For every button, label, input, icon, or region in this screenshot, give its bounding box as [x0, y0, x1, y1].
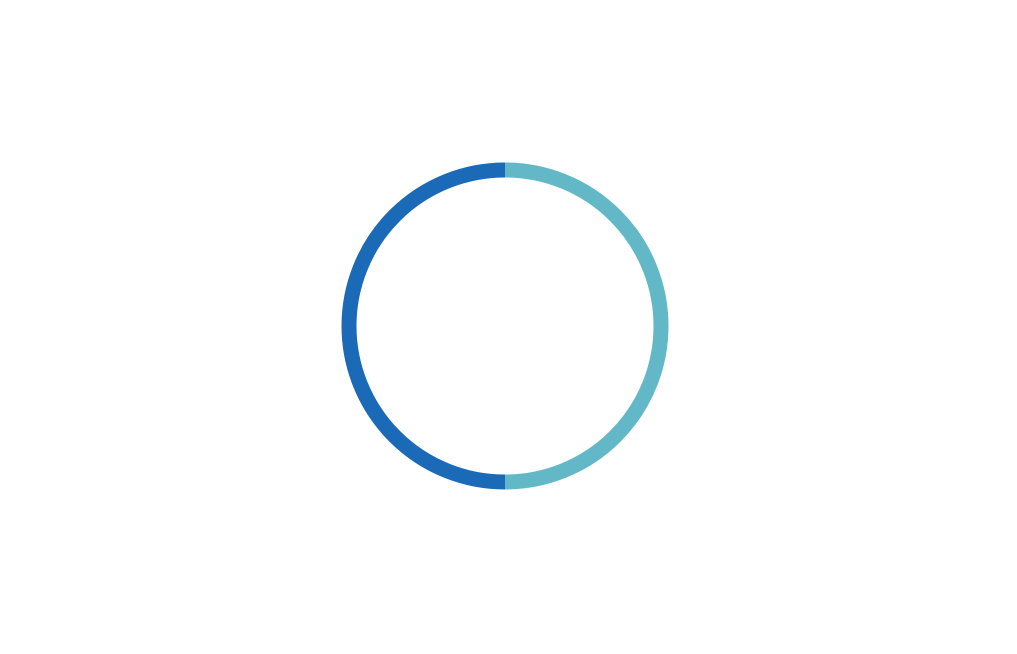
donut-slice-2[interactable]: [341, 162, 506, 490]
donut-slices: [341, 162, 669, 490]
donut-slice-1[interactable]: [504, 162, 669, 490]
